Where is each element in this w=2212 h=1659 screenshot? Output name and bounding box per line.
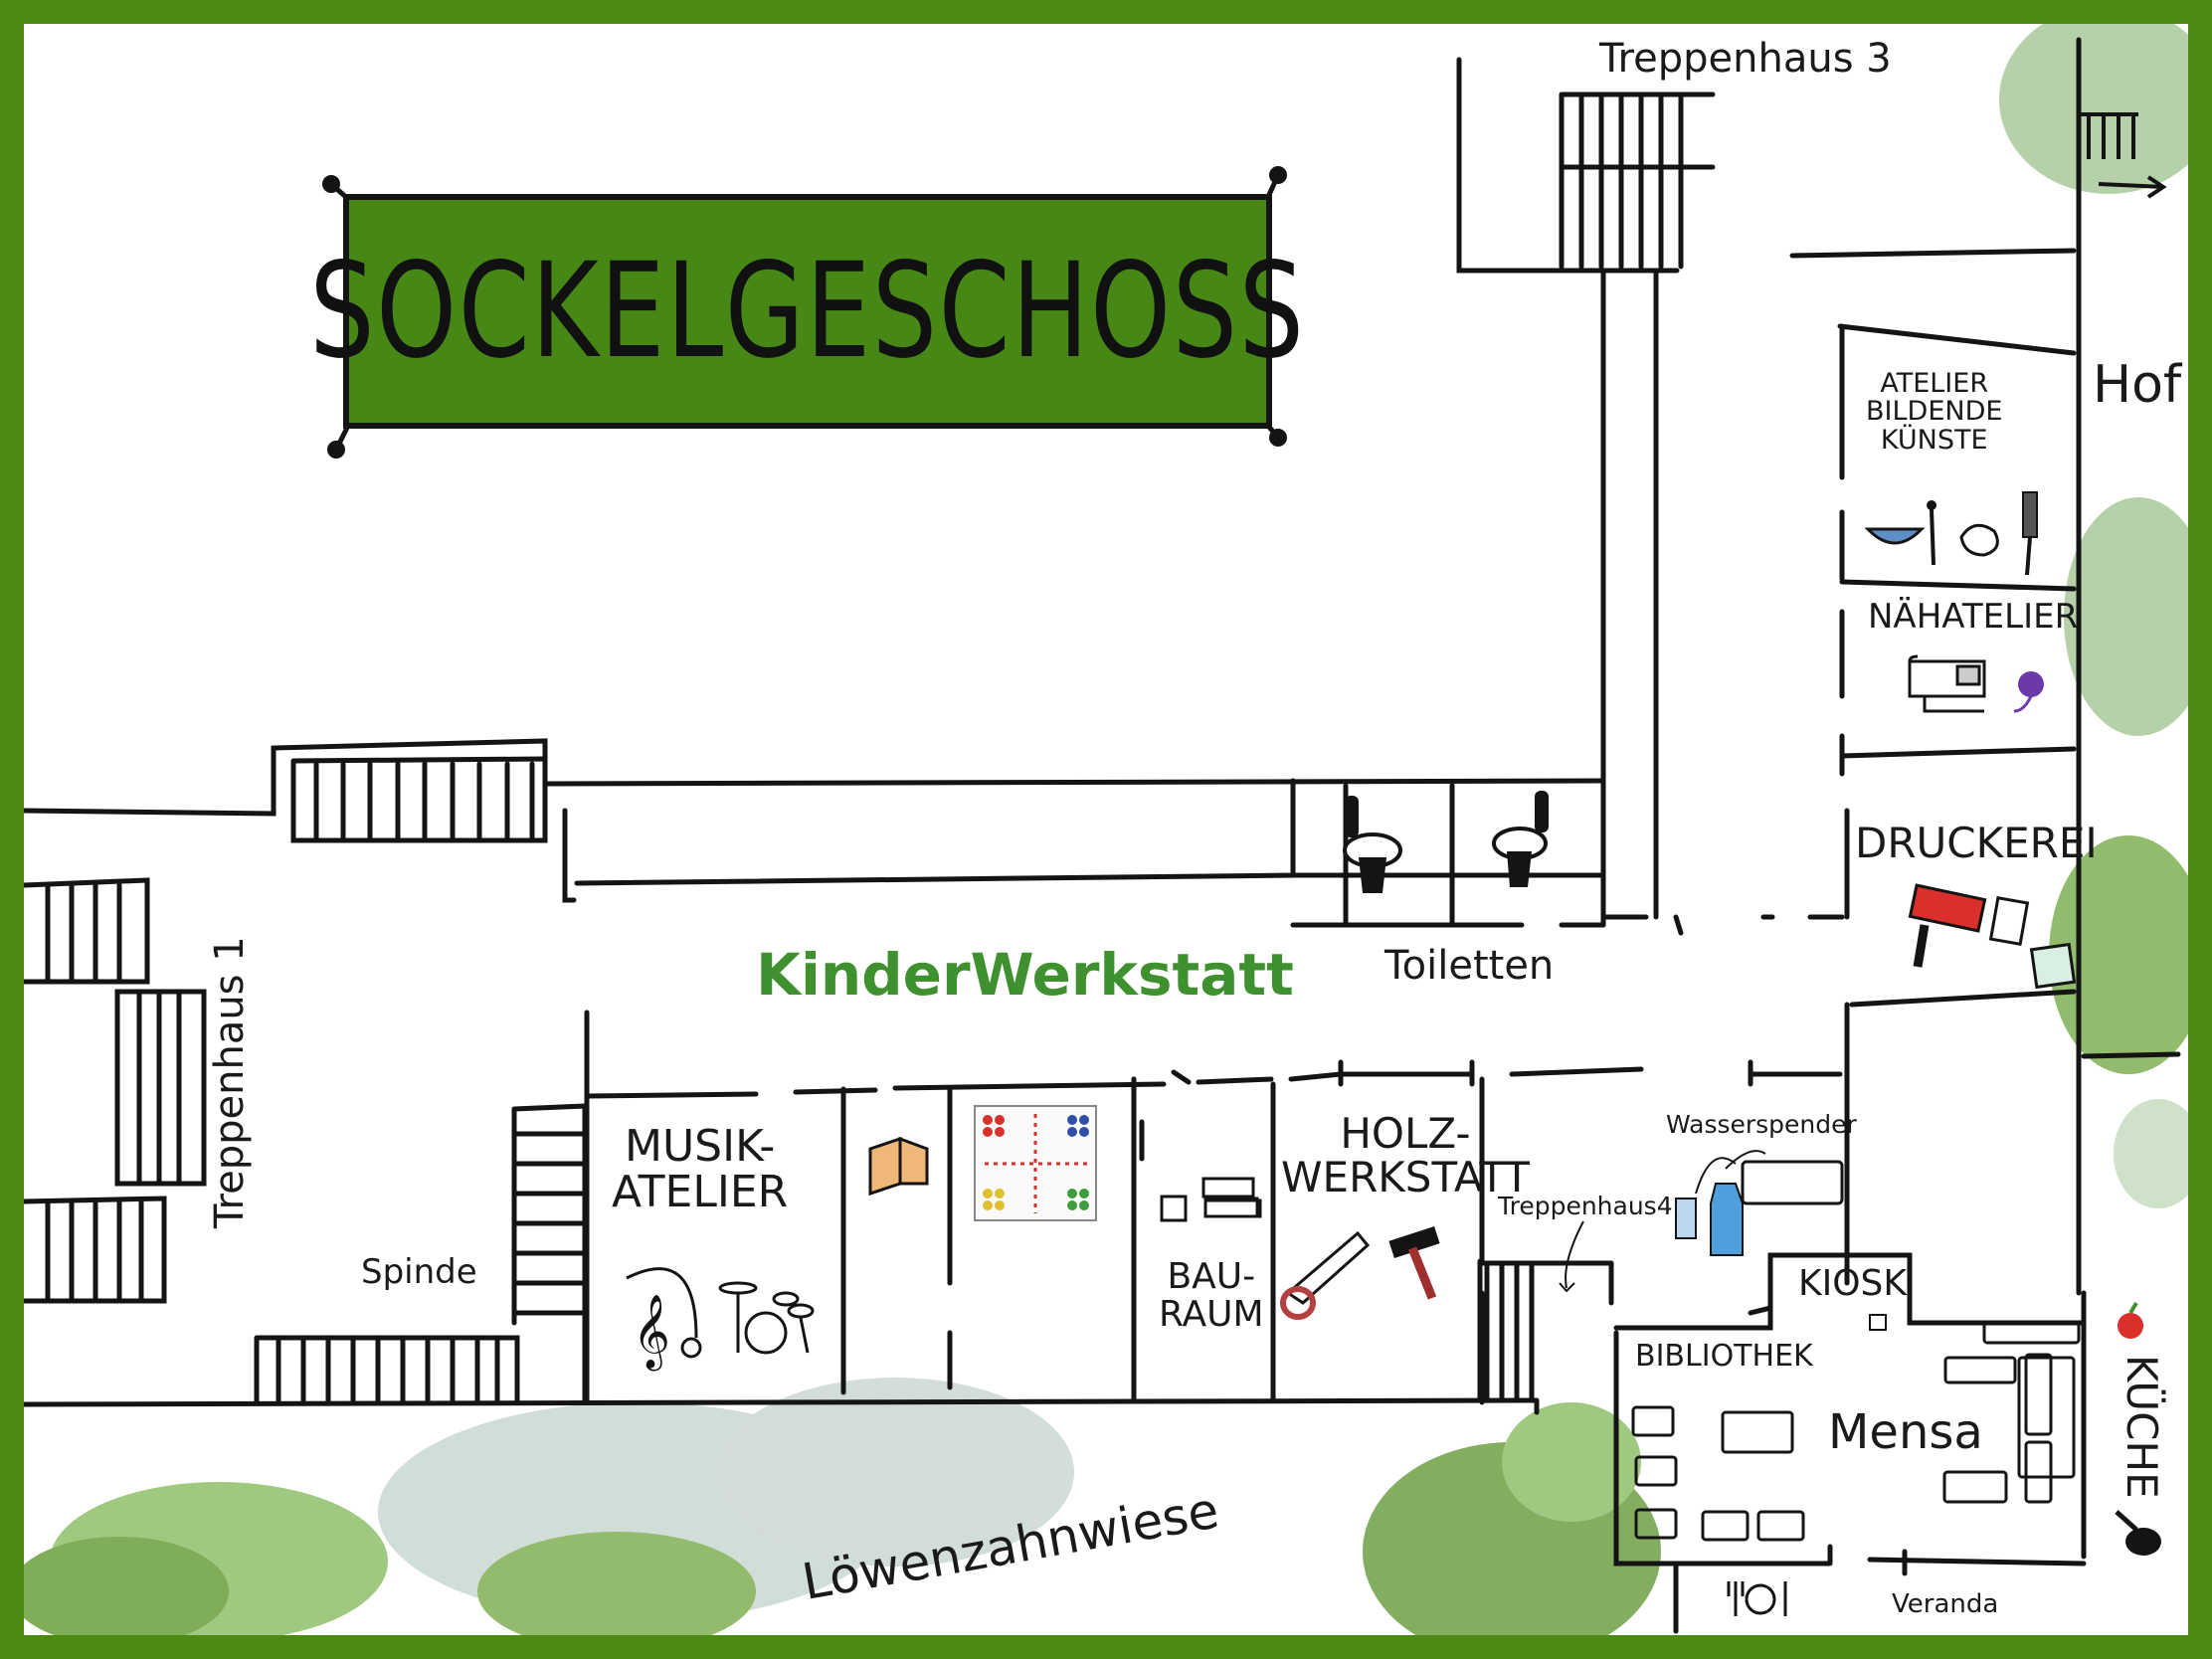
label-spinde: Spinde <box>361 1252 477 1292</box>
stair-symbol-icon <box>2079 112 2138 159</box>
title-banner-shape <box>322 166 1287 459</box>
label-bauraum: BAU- RAUM <box>1159 1256 1264 1335</box>
label-naehatelier: NÄHATELIER <box>1868 597 2079 637</box>
paint-roller-icon <box>1908 883 1987 968</box>
foliage <box>10 5 2212 1659</box>
coffee-cup-icon <box>1869 1314 1887 1331</box>
label-atelier-bildende-kuenste: ATELIER BILDENDE KÜNSTE <box>1866 368 2003 456</box>
water-bottle-icon <box>1710 1183 1744 1256</box>
walls <box>21 37 2181 1634</box>
title-banner: SOCKELGESCHOSS <box>309 197 1304 426</box>
label-hof: Hof <box>2093 355 2182 415</box>
saw-icon <box>1280 1230 1371 1320</box>
hof-arrow-icon <box>2098 175 2167 199</box>
svg-text:𝄞: 𝄞 <box>633 1295 670 1372</box>
pan-icon <box>2115 1510 2161 1556</box>
sewing-machine-icon <box>1908 654 1986 713</box>
carving-tool-icon <box>2022 491 2038 576</box>
label-mensa: Mensa <box>1828 1404 1983 1460</box>
label-toiletten: Toiletten <box>1384 943 1555 989</box>
label-treppenhaus-4: Treppenhaus4 <box>1498 1192 1673 1220</box>
toilet-icon <box>1343 791 1549 893</box>
label-veranda: Veranda <box>1892 1589 1999 1619</box>
water-pointer-icon <box>1695 1150 1766 1195</box>
label-treppenhaus-3: Treppenhaus 3 <box>1599 36 1892 82</box>
label-kueche: KÜCHE <box>2118 1355 2166 1499</box>
label-kiosk: KIOSK <box>1798 1263 1908 1304</box>
treble-clef-icon: 𝄞 <box>633 1295 670 1372</box>
label-bibliothek: BIBLIOTHEK <box>1635 1339 1813 1374</box>
stair4-pointer-icon <box>1559 1220 1584 1293</box>
letter-stamp-icon <box>1988 895 2077 990</box>
yarn-icon <box>2013 671 2044 713</box>
book-icon <box>868 1136 929 1197</box>
drum-kit-icon <box>718 1281 815 1355</box>
clay-icon <box>1959 523 1999 557</box>
blocks-icon <box>1160 1177 1262 1222</box>
brush-icon <box>1927 500 1936 566</box>
label-wasserspender: Wasserspender <box>1666 1110 1857 1139</box>
paint-bowl-icon <box>1864 527 1926 545</box>
apple-icon <box>2118 1301 2143 1339</box>
water-glass-icon <box>1675 1198 1697 1239</box>
cutlery-icon <box>1727 1581 1787 1616</box>
label-holzwerkstatt: HOLZ- WERKSTATT <box>1281 1109 1530 1202</box>
label-musik-atelier: MUSIK- ATELIER <box>612 1121 789 1218</box>
microphone-icon <box>626 1267 702 1359</box>
label-treppenhaus-1: Treppenhaus 1 <box>207 936 253 1228</box>
board-game-icon <box>974 1105 1097 1221</box>
hammer-icon <box>1388 1226 1440 1300</box>
label-kinder-werkstatt: KinderWerkstatt <box>756 941 1294 1009</box>
page-title: SOCKELGESCHOSS <box>309 235 1306 388</box>
furniture <box>1631 1160 2081 1542</box>
label-druckerei: DRUCKEREI <box>1855 819 2098 867</box>
